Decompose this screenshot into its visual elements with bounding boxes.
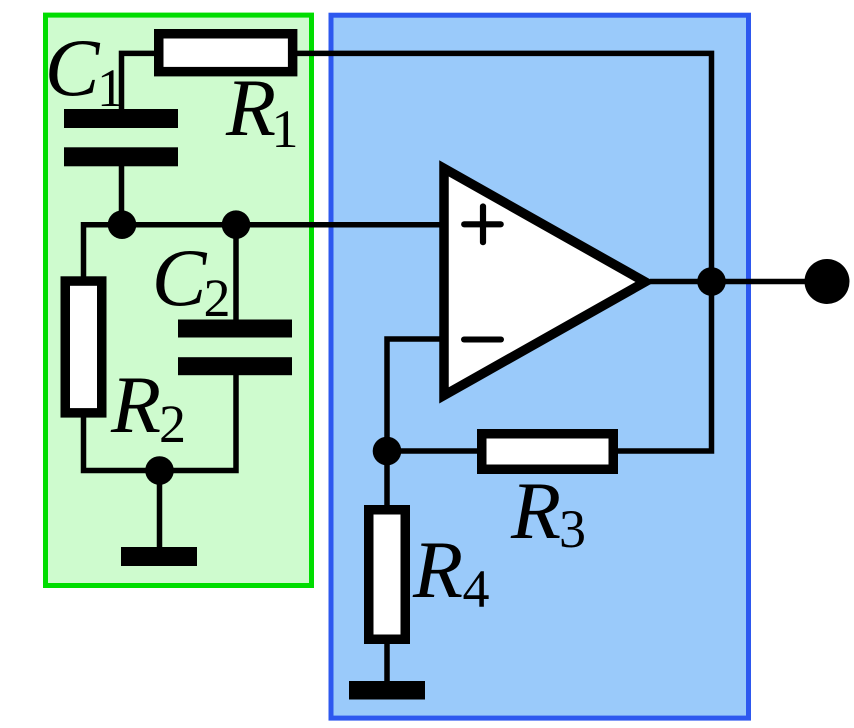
svg-text:4: 4 [463, 559, 490, 619]
svg-text:C: C [152, 232, 208, 323]
svg-text:3: 3 [559, 499, 586, 559]
svg-text:R: R [412, 524, 463, 615]
svg-text:2: 2 [204, 268, 231, 328]
svg-text:1: 1 [97, 58, 124, 118]
svg-text:R: R [510, 465, 561, 556]
svg-text:R: R [225, 62, 276, 153]
svg-text:R: R [110, 359, 161, 450]
svg-text:2: 2 [159, 394, 186, 454]
svg-text:1: 1 [272, 99, 299, 159]
svg-text:C: C [45, 22, 101, 113]
